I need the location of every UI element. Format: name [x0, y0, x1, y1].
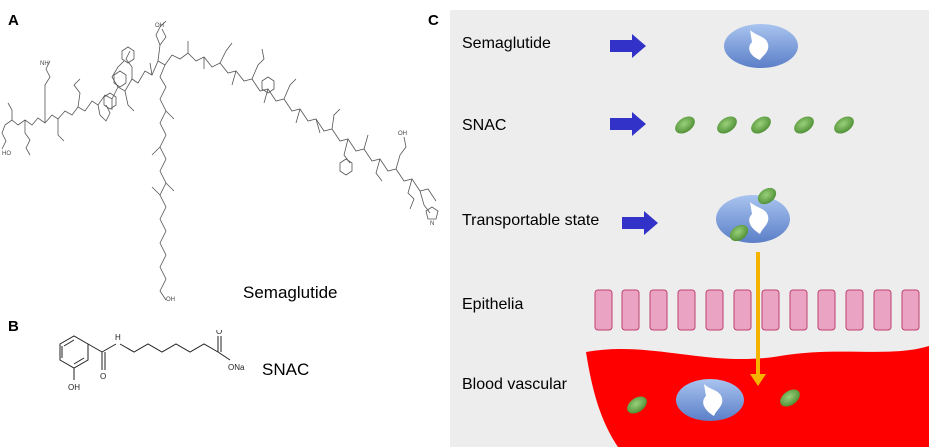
panel-b-letter: B — [8, 318, 19, 335]
arrow-transportable — [622, 211, 658, 235]
transportable-complex-icon — [716, 187, 790, 243]
blood-snac-particles — [627, 389, 800, 414]
svg-text:N: N — [430, 221, 434, 227]
snac-atom-nh: H — [115, 333, 121, 342]
row-transportable-label: Transportable state — [462, 212, 600, 229]
semaglutide-structure: OH OH N NH HO OH — [1, 20, 439, 303]
blood-semaglutide-icon — [676, 379, 744, 421]
arrow-snac — [610, 112, 646, 136]
svg-text:OH: OH — [166, 297, 175, 303]
snac-structure-label: SNAC — [262, 360, 310, 379]
row-blood-vascular-label: Blood vascular — [462, 376, 567, 393]
snac-atom-ona: ONa — [228, 363, 245, 372]
panel-c-letter: C — [428, 12, 439, 29]
row-semaglutide-label: Semaglutide — [462, 35, 551, 52]
snac-atom-o1: O — [100, 372, 106, 381]
semaglutide-structure-label: Semaglutide — [243, 283, 338, 302]
arrow-semaglutide — [610, 34, 646, 58]
snac-atom-oh: OH — [68, 383, 80, 392]
semaglutide-molecule-icon — [724, 24, 798, 68]
svg-text:OH: OH — [155, 23, 164, 29]
snac-structure: OH H O O ONa — [59, 330, 245, 392]
blood-vessel-shape — [586, 346, 929, 447]
row-snac-label: SNAC — [462, 117, 507, 134]
transport-arrow — [750, 252, 766, 386]
svg-text:NH: NH — [40, 61, 49, 67]
row-epithelia-label: Epithelia — [462, 296, 524, 313]
snac-atom-o2: O — [216, 330, 222, 336]
panel-a-letter: A — [8, 12, 19, 29]
panel-c-diagram — [586, 24, 929, 447]
svg-text:OH: OH — [398, 131, 407, 137]
epithelia-cells — [594, 289, 920, 331]
snac-particle-icon — [675, 116, 854, 134]
svg-text:HO: HO — [2, 151, 11, 157]
